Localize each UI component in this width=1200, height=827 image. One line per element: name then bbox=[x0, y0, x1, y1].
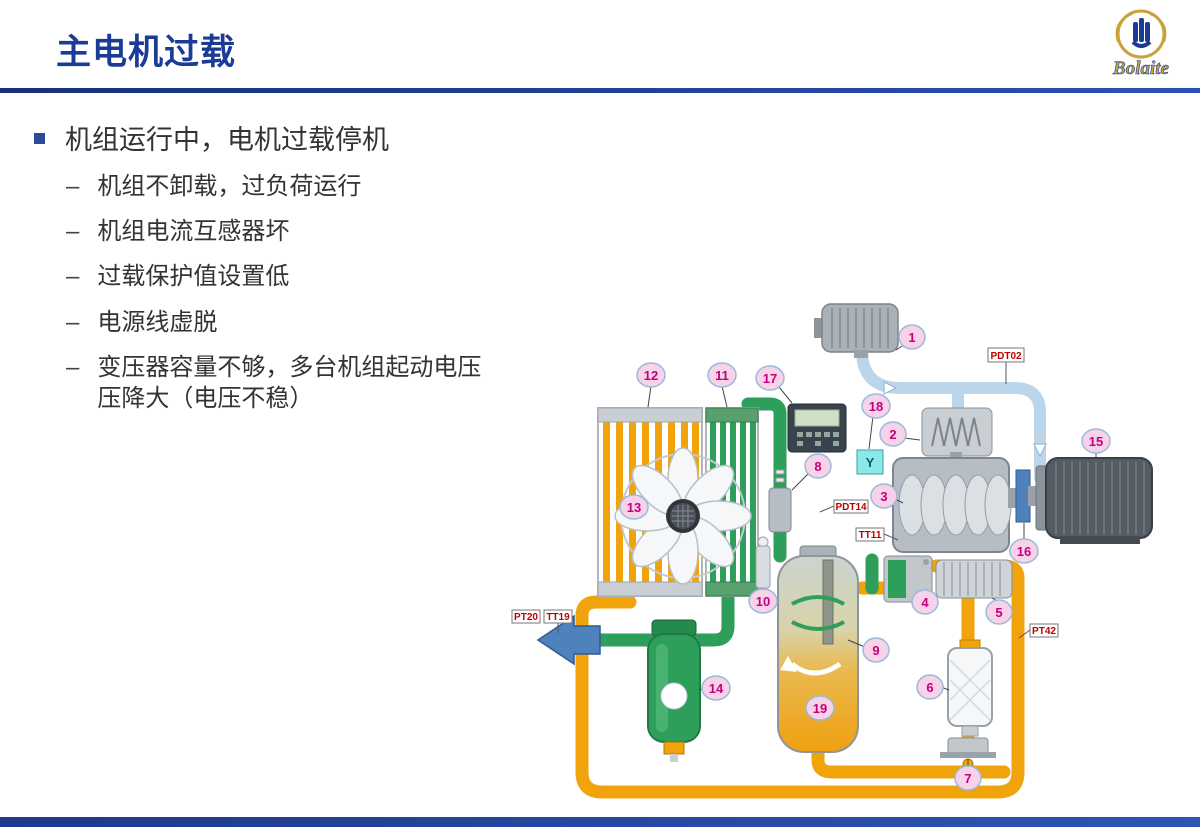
svg-text:4: 4 bbox=[921, 595, 929, 610]
square-bullet-icon bbox=[34, 133, 45, 144]
sub-bullet-2: – 机组电流互感器坏 bbox=[66, 216, 550, 247]
callout-8: 8 bbox=[804, 453, 832, 479]
callout-16: 16 bbox=[1009, 538, 1039, 564]
screw-airend bbox=[892, 457, 1018, 553]
tag-text: PT20 bbox=[514, 612, 538, 623]
water-separator bbox=[647, 619, 701, 762]
callout-12: 12 bbox=[636, 362, 666, 388]
tag-text: PDT14 bbox=[835, 502, 867, 513]
sub-bullet-3: – 过载保护值设置低 bbox=[66, 261, 550, 292]
callout-19: 19 bbox=[805, 695, 835, 721]
sub-bullet-text: 机组电流互感器坏 bbox=[97, 218, 290, 246]
dash-bullet-icon: – bbox=[66, 263, 80, 291]
coolant-pipes bbox=[591, 397, 879, 647]
callout-18: 18 bbox=[861, 393, 891, 419]
tag-pdt02: PDT02 bbox=[987, 347, 1025, 363]
coupling bbox=[1015, 469, 1038, 523]
svg-text:1: 1 bbox=[908, 330, 915, 345]
callout-15: 15 bbox=[1081, 428, 1111, 454]
tag-tt11: TT11 bbox=[855, 527, 885, 542]
svg-text:12: 12 bbox=[644, 368, 658, 383]
svg-text:7: 7 bbox=[964, 771, 971, 786]
oil-filter bbox=[935, 559, 1013, 599]
svg-text:9: 9 bbox=[872, 643, 879, 658]
callout-3: 3 bbox=[870, 483, 898, 509]
dash-bullet-icon: – bbox=[66, 218, 80, 246]
callout-10: 10 bbox=[748, 588, 778, 614]
svg-text:3: 3 bbox=[880, 489, 887, 504]
page-title: 主电机过载 bbox=[56, 33, 237, 72]
air-filter bbox=[814, 303, 899, 358]
brand-logo: Bolaite bbox=[1088, 4, 1194, 84]
sub-bullet-text: 机组不卸载，过负荷运行 bbox=[97, 173, 362, 200]
svg-text:19: 19 bbox=[813, 701, 827, 716]
tag-text: TT11 bbox=[859, 530, 882, 541]
tag-tt19: TT19 bbox=[543, 609, 573, 624]
callout-2: 2 bbox=[879, 421, 907, 447]
dash-bullet-icon: – bbox=[66, 173, 80, 200]
svg-text:11: 11 bbox=[715, 368, 729, 383]
tag-text: TT19 bbox=[546, 612, 570, 623]
dash-bullet-icon: – bbox=[66, 308, 80, 336]
header-divider bbox=[0, 88, 1200, 93]
main-bullet: 机组运行中，电机过载停机 bbox=[30, 118, 550, 157]
cooling-fan bbox=[614, 447, 752, 585]
controller-panel bbox=[787, 403, 847, 453]
svg-text:15: 15 bbox=[1089, 434, 1103, 449]
svg-text:5: 5 bbox=[995, 605, 1002, 620]
tag-pdt14: PDT14 bbox=[833, 499, 869, 514]
footer-bar bbox=[0, 817, 1200, 827]
sub-bullet-text: 过载保护值设置低 bbox=[97, 263, 290, 291]
fine-filter bbox=[947, 639, 993, 737]
svg-text:10: 10 bbox=[756, 594, 770, 609]
solenoid-label: Y bbox=[866, 455, 875, 470]
callouts: 1 2 3 4 5 6 7 8 9 10 11 12 13 14 15 16 1… bbox=[619, 324, 1111, 791]
svg-text:17: 17 bbox=[763, 371, 777, 386]
callout-7: 7 bbox=[954, 765, 982, 791]
sub-bullet-text: 电源线虚脱 bbox=[97, 308, 218, 336]
svg-text:16: 16 bbox=[1017, 544, 1031, 559]
tag-text: PT42 bbox=[1032, 626, 1056, 637]
svg-text:8: 8 bbox=[814, 459, 821, 474]
callout-17: 17 bbox=[755, 365, 785, 391]
main-bullet-text: 机组运行中，电机过载停机 bbox=[65, 125, 389, 155]
sub-bullet-4: – 电源线虚脱 bbox=[66, 307, 550, 338]
svg-text:2: 2 bbox=[889, 427, 896, 442]
tag-pt42: PT42 bbox=[1029, 623, 1059, 638]
callout-14: 14 bbox=[701, 675, 731, 701]
tag-leaders bbox=[557, 362, 1031, 639]
sub-bullet-1: – 机组不卸载，过负荷运行 bbox=[66, 171, 550, 202]
main-motor bbox=[1035, 457, 1153, 544]
suction-pipe bbox=[856, 344, 1047, 484]
callout-1: 1 bbox=[898, 324, 926, 350]
logo-wreath-icon bbox=[1115, 9, 1167, 59]
callout-6: 6 bbox=[916, 674, 944, 700]
callout-5: 5 bbox=[985, 599, 1013, 625]
callout-4: 4 bbox=[911, 589, 939, 615]
callout-13: 13 bbox=[619, 494, 649, 520]
logo-wordmark: Bolaite bbox=[1112, 58, 1170, 79]
safety-valve bbox=[755, 536, 771, 589]
svg-text:14: 14 bbox=[709, 681, 724, 696]
tag-text: PDT02 bbox=[990, 351, 1022, 362]
sub-bullet-5: – 变压器容量不够，多台机组起动电压压降大（电压不稳） bbox=[66, 352, 550, 414]
oil-separator-tank bbox=[777, 545, 859, 753]
svg-text:6: 6 bbox=[926, 680, 933, 695]
inlet-valve bbox=[921, 407, 993, 462]
air-outlet-arrow-icon bbox=[536, 614, 601, 666]
sub-bullet-text: 变压器容量不够，多台机组起动电压压降大（电压不稳） bbox=[97, 353, 482, 412]
svg-text:13: 13 bbox=[627, 500, 641, 515]
min-pressure-valve bbox=[768, 469, 792, 533]
callout-11: 11 bbox=[707, 362, 737, 388]
dash-bullet-icon: – bbox=[66, 353, 80, 381]
tag-pt20: PT20 bbox=[511, 609, 541, 624]
solenoid-valve: Y bbox=[856, 449, 884, 475]
callout-9: 9 bbox=[862, 637, 890, 663]
compressor-schematic: Y bbox=[505, 280, 1195, 820]
svg-text:18: 18 bbox=[869, 399, 883, 414]
bullet-list: 机组运行中，电机过载停机 – 机组不卸载，过负荷运行 – 机组电流互感器坏 – … bbox=[30, 118, 550, 414]
